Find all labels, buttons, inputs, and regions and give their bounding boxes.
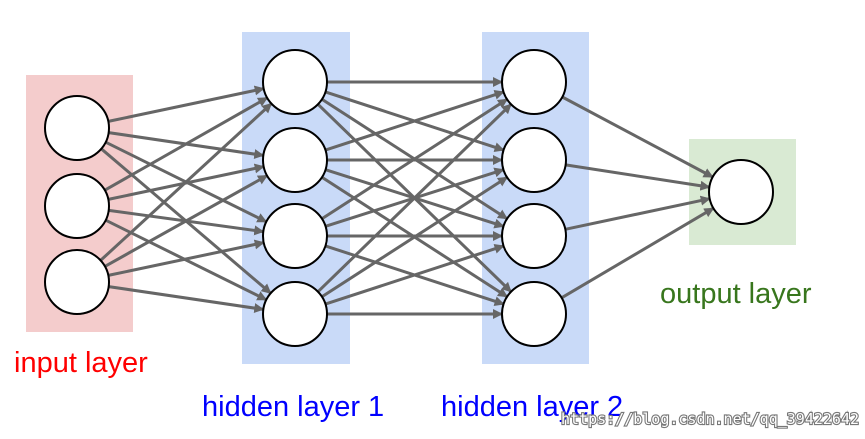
neurons	[44, 49, 774, 347]
hidden-layer-2-label: hidden layer 2	[441, 391, 623, 423]
hidden2-neuron-3	[501, 203, 567, 269]
input-neuron-2	[44, 173, 110, 239]
hidden2-neuron-2	[501, 127, 567, 193]
input-neuron-1	[44, 95, 110, 161]
hidden1-neuron-1	[262, 49, 328, 115]
connection-input-2-to-hidden1-2	[107, 239, 265, 277]
connection-input-2-to-hidden1-3	[108, 285, 265, 314]
connection-hidden1-3-to-hidden2-2	[324, 243, 505, 306]
connection-input-2-to-hidden1-0	[99, 102, 273, 262]
connection-hidden1-3-to-hidden2-1	[321, 176, 508, 298]
hidden2-neuron-4	[501, 281, 567, 347]
connection-input-2-to-hidden1-1	[104, 174, 268, 268]
watermark-text: https://blog.csdn.net/qq_39422642	[561, 410, 859, 428]
output-neuron-1	[708, 159, 774, 225]
connection-hidden1-3-to-hidden2-0	[316, 103, 513, 293]
connection-hidden2-1-to-output-0	[565, 163, 711, 191]
hidden1-neuron-3	[262, 203, 328, 269]
connection-hidden2-3-to-output-0	[560, 206, 715, 300]
hidden-layer-1-label: hidden layer 1	[202, 391, 384, 423]
hidden2-neuron-1	[501, 49, 567, 115]
connection-input-1-to-hidden1-0	[104, 96, 269, 192]
hidden1-neuron-4	[262, 281, 328, 347]
connection-hidden2-0-to-output-0	[561, 95, 714, 179]
input-neuron-3	[44, 249, 110, 315]
connection-input-0-to-hidden1-0	[107, 85, 265, 123]
connection-hidden1-2-to-hidden2-0	[321, 98, 508, 220]
connection-hidden2-2-to-output-0	[564, 195, 711, 231]
connection-hidden1-1-to-hidden2-0	[324, 89, 505, 152]
output-layer-label: output layer	[660, 278, 812, 310]
connections	[99, 77, 715, 319]
hidden1-neuron-2	[262, 127, 328, 193]
input-layer-label: input layer	[14, 347, 148, 379]
